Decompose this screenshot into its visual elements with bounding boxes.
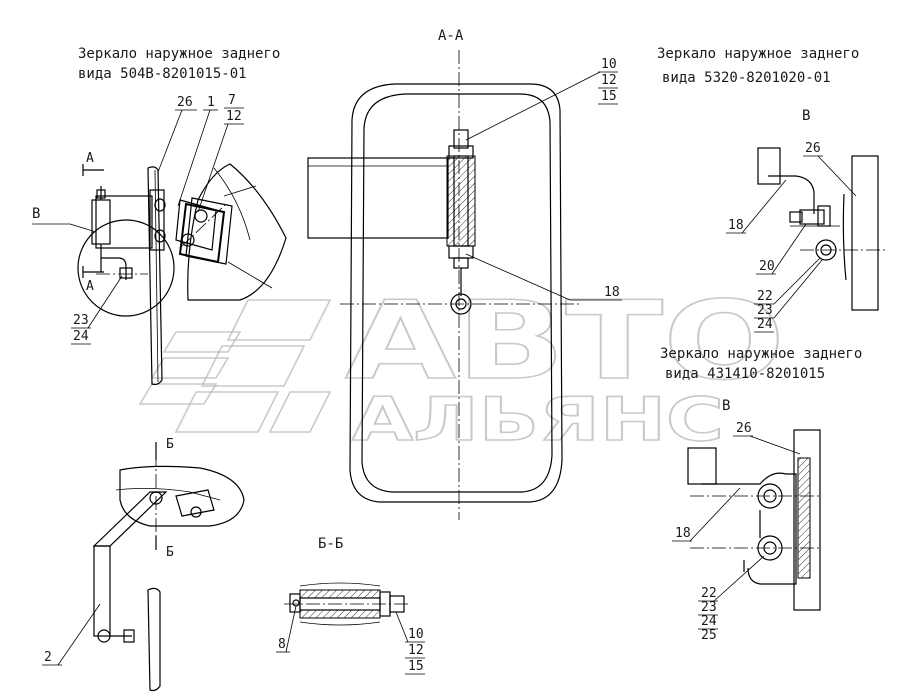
callout-22-lower: 22	[701, 586, 717, 601]
callout-18-right: 18	[728, 218, 744, 233]
callout-23-left: 23	[73, 313, 89, 328]
callout-10-top: 10	[601, 57, 617, 72]
callout-24-right: 24	[757, 317, 773, 332]
callout-25-lower: 25	[701, 628, 717, 643]
title-left-line1: Зеркало наружное заднего	[78, 46, 280, 62]
callout-24-left: 24	[73, 329, 89, 344]
cut-b-bottom-label: Б	[166, 545, 174, 560]
callout-1: 1	[207, 95, 215, 110]
callout-26-right: 26	[805, 141, 821, 156]
lower-left-mirror-view	[92, 452, 245, 692]
callout-18-center: 18	[604, 285, 620, 300]
title-left-line2: вида 504В-8201015-01	[78, 66, 247, 82]
section-aa-view	[307, 50, 580, 520]
left-mirror-view	[77, 164, 175, 386]
callout-20: 20	[759, 259, 775, 274]
watermark-line2: АЛЬЯНС	[352, 385, 724, 455]
watermark-logo-stripes	[138, 299, 332, 433]
callout-8: 8	[278, 637, 286, 652]
callout-15-top: 15	[601, 89, 617, 104]
callout-2: 2	[44, 650, 52, 665]
cut-a-top-label: А	[86, 151, 94, 166]
cut-b-top-label: Б	[166, 437, 174, 452]
callout-23-right: 23	[757, 303, 773, 318]
watermark-line1: АВТО	[345, 279, 785, 404]
callout-12-top: 12	[601, 73, 617, 88]
cut-a-bottom-label: А	[86, 279, 94, 294]
view-b-top-detail	[757, 147, 886, 311]
section-bb-view	[284, 582, 410, 626]
callout-22-right: 22	[757, 289, 773, 304]
watermark: АВТО АЛЬЯНС	[138, 278, 786, 456]
callout-12-left: 12	[226, 109, 242, 124]
callout-12-bb: 12	[408, 643, 424, 658]
title-lower-line1: Зеркало наружное заднего	[660, 346, 862, 362]
title-right-line1: Зеркало наружное заднего	[657, 46, 859, 62]
callout-23-lower: 23	[701, 600, 717, 615]
left-detail-enlarged	[175, 163, 287, 301]
view-b-lower-title: В	[722, 398, 730, 414]
callout-7: 7	[228, 93, 236, 108]
callout-26-lower: 26	[736, 421, 752, 436]
section-aa-title: А-А	[438, 28, 464, 44]
callout-26-left: 26	[177, 95, 193, 110]
view-b-lower-detail	[687, 429, 821, 611]
view-b-left-label: В	[32, 206, 40, 222]
callout-15-bb: 15	[408, 659, 424, 674]
callout-10-bb: 10	[408, 627, 424, 642]
callout-24-lower: 24	[701, 614, 717, 629]
view-b-top-title: В	[802, 108, 810, 124]
title-right-line2: вида 5320-8201020-01	[662, 70, 831, 86]
section-bb-title: Б-Б	[318, 536, 343, 552]
title-lower-line2: вида 431410-8201015	[665, 366, 825, 382]
callout-18-lower: 18	[675, 526, 691, 541]
